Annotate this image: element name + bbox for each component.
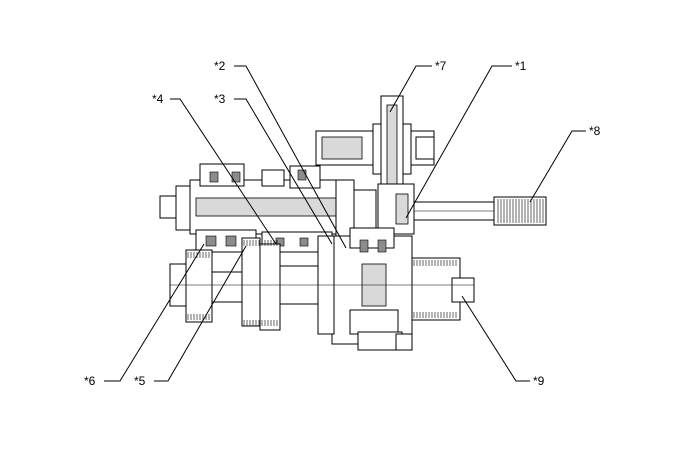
callout-3: *3 (214, 92, 226, 106)
leader-7 (389, 65, 432, 113)
leader-5 (154, 245, 247, 382)
leader-4 (170, 98, 277, 245)
callout-2: *2 (214, 59, 226, 73)
callout-labels: *1 *2 *3 *4 *5 *6 *7 *8 *9 (84, 59, 601, 388)
leader-8 (529, 130, 586, 203)
callout-5: *5 (134, 374, 146, 388)
callout-4: *4 (152, 92, 164, 106)
leader-6 (104, 243, 205, 382)
callout-9: *9 (533, 374, 545, 388)
input-shaft (159, 163, 547, 243)
leader-3 (234, 98, 333, 245)
leader-9 (461, 295, 530, 382)
callout-leaders (104, 65, 586, 382)
leader-2 (234, 65, 347, 249)
callout-1: *1 (515, 59, 527, 73)
upper-idler-shaft (315, 95, 435, 195)
callout-8: *8 (589, 124, 601, 138)
center-differential (331, 227, 413, 351)
callout-7: *7 (435, 59, 447, 73)
leader-1 (405, 65, 512, 219)
callout-6: *6 (84, 374, 96, 388)
counter-shaft (169, 235, 475, 335)
